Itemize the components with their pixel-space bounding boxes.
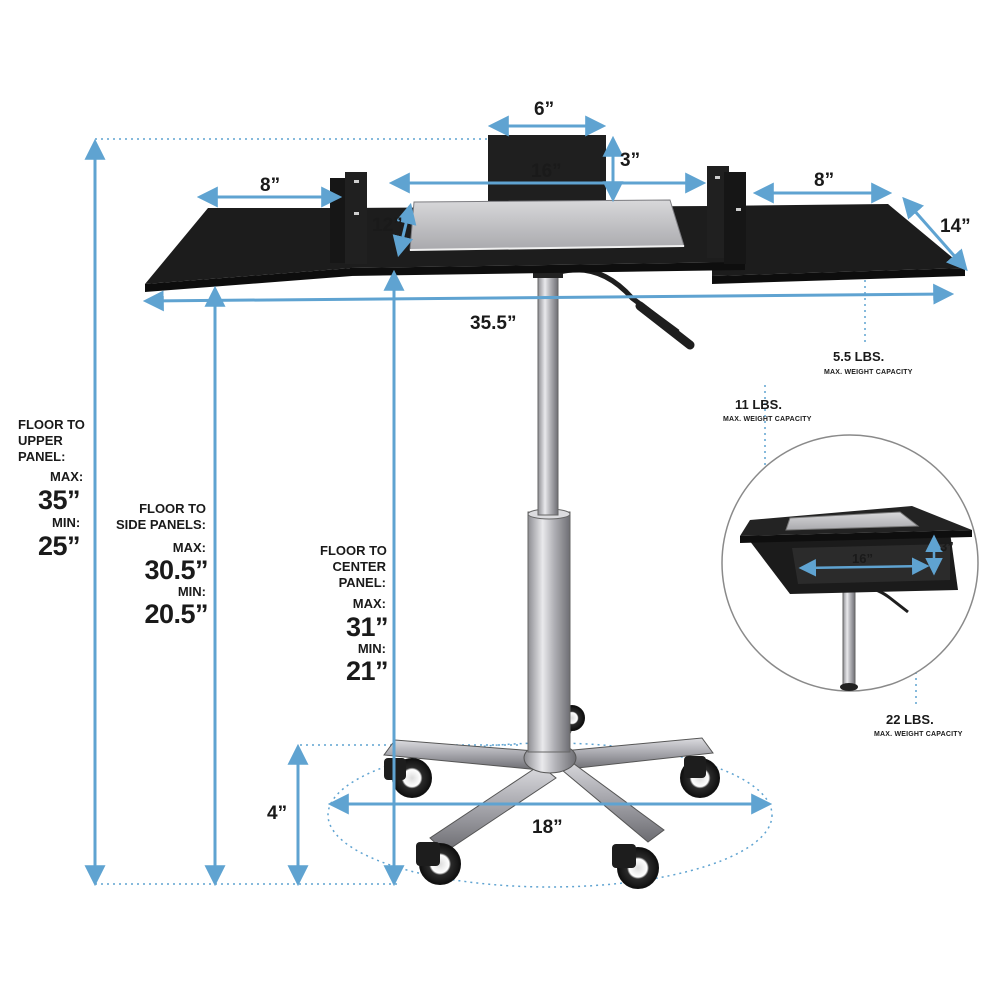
height-title: UPPER xyxy=(18,433,63,448)
max-value: 30.5” xyxy=(144,555,208,585)
capacity-caption: MAX. WEIGHT CAPACITY xyxy=(874,731,963,738)
center-panel-depth-label: 12” xyxy=(372,215,403,236)
inset-shelf-width-label: 16” xyxy=(852,551,873,566)
min-label: MIN: xyxy=(357,641,386,656)
side-panel-depth-label: 14” xyxy=(940,216,971,237)
height-adjustable-pole xyxy=(527,267,695,753)
min-label: MIN: xyxy=(52,515,81,530)
min-label: MIN: xyxy=(177,584,206,599)
max-value: 31” xyxy=(345,612,389,642)
caster-wheel xyxy=(416,842,461,885)
height-title: SIDE PANELS: xyxy=(115,517,206,532)
max-label: MAX: xyxy=(172,540,206,555)
right-panel-width-label: 8” xyxy=(814,170,835,191)
height-title: CENTER xyxy=(332,559,386,574)
height-title: PANEL: xyxy=(338,575,386,590)
center-panel-width-label: 16” xyxy=(531,161,562,182)
dimension-lines xyxy=(84,115,968,887)
backrest-height-label: 3” xyxy=(620,150,641,171)
max-label: MAX: xyxy=(352,596,386,611)
base-height-label: 4” xyxy=(267,803,288,824)
capacity-value: 22 LBS. xyxy=(886,712,934,727)
total-width-label: 35.5” xyxy=(470,313,517,334)
side-panels xyxy=(145,204,965,292)
backrest-width-label: 6” xyxy=(534,99,555,120)
inset-detail xyxy=(721,434,979,692)
caster-wheel xyxy=(680,756,720,798)
min-value: 20.5” xyxy=(144,599,208,629)
height-title: PANEL: xyxy=(18,449,66,464)
base-diameter-label: 18” xyxy=(532,817,563,838)
min-value: 21” xyxy=(345,656,389,686)
max-label: MAX: xyxy=(50,469,84,484)
capacity-value: 11 LBS. xyxy=(735,397,782,412)
capacity-value: 5.5 LBS. xyxy=(833,349,885,364)
height-title: FLOOR TO xyxy=(18,417,85,432)
left-panel-width-label: 8” xyxy=(260,175,281,196)
caster-wheel xyxy=(612,844,659,889)
min-value: 25” xyxy=(38,531,81,561)
height-title: FLOOR TO xyxy=(139,501,206,516)
capacity-caption: MAX. WEIGHT CAPACITY xyxy=(824,369,913,376)
height-title: FLOOR TO xyxy=(320,543,387,558)
center-panel xyxy=(330,135,746,276)
inset-shelf-height-label: 3” xyxy=(940,539,954,554)
capacity-caption: MAX. WEIGHT CAPACITY xyxy=(723,416,812,423)
max-value: 35” xyxy=(38,485,81,515)
caster-wheel xyxy=(384,758,432,798)
